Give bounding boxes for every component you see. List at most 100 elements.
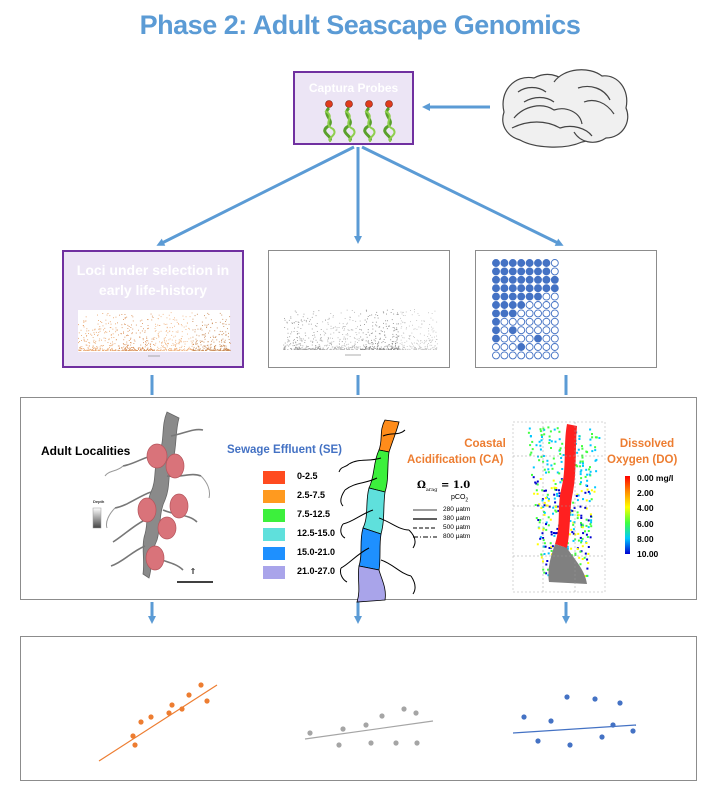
manhattan-point	[393, 330, 395, 332]
manhattan-point	[117, 329, 118, 331]
do-speckle-point	[537, 519, 540, 521]
manhattan-point	[367, 331, 369, 333]
do-speckle-point	[590, 519, 593, 522]
manhattan-point	[321, 349, 323, 350]
manhattan-point	[330, 313, 332, 314]
manhattan-point	[372, 328, 374, 330]
manhattan-point	[324, 332, 326, 334]
manhattan-point	[225, 347, 227, 349]
manhattan-point	[160, 349, 162, 351]
do-speckle-point	[589, 470, 592, 473]
manhattan-point	[315, 325, 316, 327]
do-speckle-point	[580, 517, 583, 519]
manhattan-point	[332, 316, 334, 318]
manhattan-point	[352, 320, 354, 321]
do-speckle-point	[582, 462, 584, 465]
manhattan-point	[143, 349, 144, 351]
manhattan-point	[413, 336, 414, 338]
manhattan-point	[208, 349, 210, 350]
legend-swatch	[263, 490, 285, 503]
manhattan-point	[378, 326, 380, 328]
do-speckle-point	[576, 465, 579, 468]
manhattan-point	[346, 344, 348, 346]
manhattan-point	[206, 347, 208, 349]
do-speckle-point	[538, 459, 541, 462]
manhattan-point	[409, 349, 411, 350]
manhattan-point	[304, 339, 306, 341]
manhattan-point	[147, 327, 149, 329]
manhattan-point	[182, 349, 184, 350]
do-speckle-point	[539, 478, 542, 480]
manhattan-point	[115, 350, 117, 351]
manhattan-point	[192, 321, 194, 322]
do-speckle-point	[541, 532, 544, 535]
manhattan-point	[314, 348, 316, 350]
genotype-dot-filled	[500, 309, 509, 318]
manhattan-point	[346, 347, 347, 349]
manhattan-point	[85, 333, 87, 335]
manhattan-point	[432, 319, 434, 321]
manhattan-point	[392, 346, 394, 348]
manhattan-point	[299, 348, 301, 350]
manhattan-point	[372, 349, 374, 350]
genotype-dot-empty	[525, 301, 534, 309]
do-speckle-point	[581, 454, 584, 457]
manhattan-point	[316, 341, 318, 343]
manhattan-point	[178, 341, 180, 343]
manhattan-point	[191, 342, 193, 344]
manhattan-point	[195, 338, 197, 340]
manhattan-point	[107, 342, 109, 343]
manhattan-point	[305, 320, 307, 321]
ca-legend-line	[413, 518, 437, 520]
manhattan-point	[133, 346, 134, 348]
do-speckle-point	[541, 489, 544, 492]
do-speckle-point	[581, 447, 584, 450]
do-speckle-point	[542, 528, 545, 531]
manhattan-point	[123, 339, 125, 341]
manhattan-point	[284, 349, 285, 350]
regression-line	[304, 720, 434, 740]
manhattan-point	[381, 342, 383, 344]
oyster-icon	[502, 69, 629, 148]
manhattan-point	[195, 348, 197, 350]
dna-probes-icon	[323, 100, 396, 143]
manhattan-point	[343, 326, 345, 327]
manhattan-point	[347, 333, 348, 335]
manhattan-point	[360, 349, 361, 350]
manhattan-point	[179, 347, 181, 349]
manhattan-point	[155, 330, 157, 331]
manhattan-point	[416, 348, 417, 350]
manhattan-point	[327, 337, 329, 338]
do-speckle-point	[590, 515, 592, 518]
manhattan-point	[214, 347, 216, 348]
manhattan-point	[192, 329, 194, 331]
manhattan-point	[159, 350, 161, 351]
manhattan-point	[99, 338, 101, 340]
manhattan-point	[400, 339, 402, 341]
do-speckle-point	[587, 546, 590, 548]
do-speckle-point	[535, 517, 538, 520]
manhattan-point	[290, 317, 292, 319]
manhattan-point	[284, 347, 286, 349]
legend-swatch	[263, 528, 285, 541]
manhattan-point	[355, 320, 357, 322]
manhattan-point	[362, 349, 364, 350]
do-speckle-point	[548, 441, 551, 444]
manhattan-point	[181, 345, 183, 347]
do-speckle-point	[558, 472, 561, 475]
regression-point	[630, 728, 636, 734]
manhattan-point	[184, 341, 186, 343]
manhattan-point	[396, 342, 398, 344]
manhattan-point	[421, 323, 423, 325]
manhattan-point	[187, 349, 188, 350]
do-speckle-point	[573, 521, 576, 524]
manhattan-point	[210, 336, 211, 338]
regression-point	[336, 742, 342, 748]
manhattan-point	[392, 347, 394, 348]
manhattan-point	[191, 345, 193, 347]
manhattan-point	[165, 343, 166, 345]
genotype-dot-filled	[508, 326, 517, 335]
manhattan-point	[349, 316, 351, 318]
manhattan-point	[299, 337, 301, 339]
manhattan-point	[78, 349, 80, 351]
